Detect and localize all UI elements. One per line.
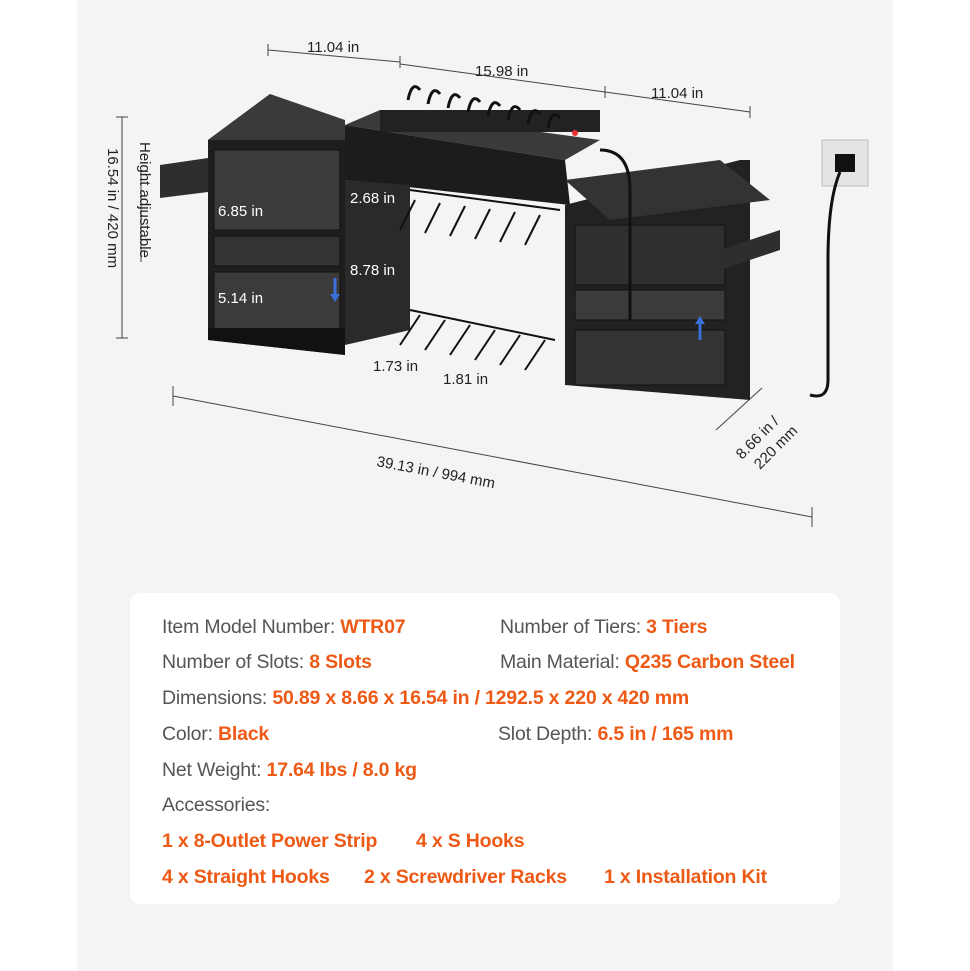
spec-model-value: WTR07 [340,616,406,638]
dim-top-left: 11.04 in [307,39,359,56]
spec-model: Item Model Number: WTR07 [162,616,406,638]
spec-slot-depth-value: 6.5 in / 165 mm [597,723,734,745]
accessory-item: 1 x Installation Kit [604,866,767,888]
dim-slot-b: 1.81 in [443,371,488,388]
dim-line-depth [715,387,763,431]
dim-top-center: 15.98 in [475,63,528,80]
left-shelf-unit [160,94,345,355]
spec-material: Main Material: Q235 Carbon Steel [500,651,795,673]
spec-tiers: Number of Tiers: 3 Tiers [500,616,708,638]
accessory-item: 4 x Straight Hooks [162,866,330,888]
spec-dimensions-value: 50.89 x 8.66 x 16.54 in / 1292.5 x 220 x… [272,687,689,709]
spec-tiers-value: 3 Tiers [646,616,708,638]
spec-card: Item Model Number: WTR07 Number of Tiers… [130,593,840,904]
spec-dimensions: Dimensions: 50.89 x 8.66 x 16.54 in / 12… [162,687,689,709]
spec-slot-depth: Slot Depth: 6.5 in / 165 mm [498,723,734,745]
spec-slots: Number of Slots: 8 Slots [162,651,372,673]
accessory-item: 4 x S Hooks [416,830,525,852]
dim-slot-a: 1.73 in [373,358,418,375]
spec-color: Color: Black [162,723,270,745]
dim-top-right: 11.04 in [651,85,703,102]
center-shelf-unit [345,85,600,371]
dim-line-top-right [604,91,751,113]
right-shelf-unit [565,148,780,400]
wall-outlet [809,139,869,398]
dim-height-adjustable: Height adjustable [136,142,153,258]
dim-line-total-width [172,395,813,518]
spec-color-value: Black [218,723,270,745]
dim-line-top-center [399,63,606,93]
dim-center-top: 2.68 in [350,190,395,207]
dim-shelf-top: 6.85 in [218,203,263,220]
dim-height: 16.54 in / 420 mm [104,148,121,268]
accessory-item: 1 x 8-Outlet Power Strip [162,830,378,852]
spec-weight-value: 17.64 lbs / 8.0 kg [266,759,418,781]
spec-accessories-label: Accessories: [162,794,271,816]
product-illustration: 11.04 in 15.98 in 11.04 in 16.54 in / 42… [104,39,869,527]
dim-shelf-bottom: 5.14 in [218,290,263,307]
spec-weight: Net Weight: 17.64 lbs / 8.0 kg [162,759,418,781]
dim-line-top-left [267,49,401,63]
spec-material-value: Q235 Carbon Steel [624,651,795,673]
accessory-item: 2 x Screwdriver Racks [364,866,567,888]
dim-total-width: 39.13 in / 994 mm [375,453,496,492]
dim-center-height: 8.78 in [350,262,395,279]
spec-slots-value: 8 Slots [309,651,372,673]
